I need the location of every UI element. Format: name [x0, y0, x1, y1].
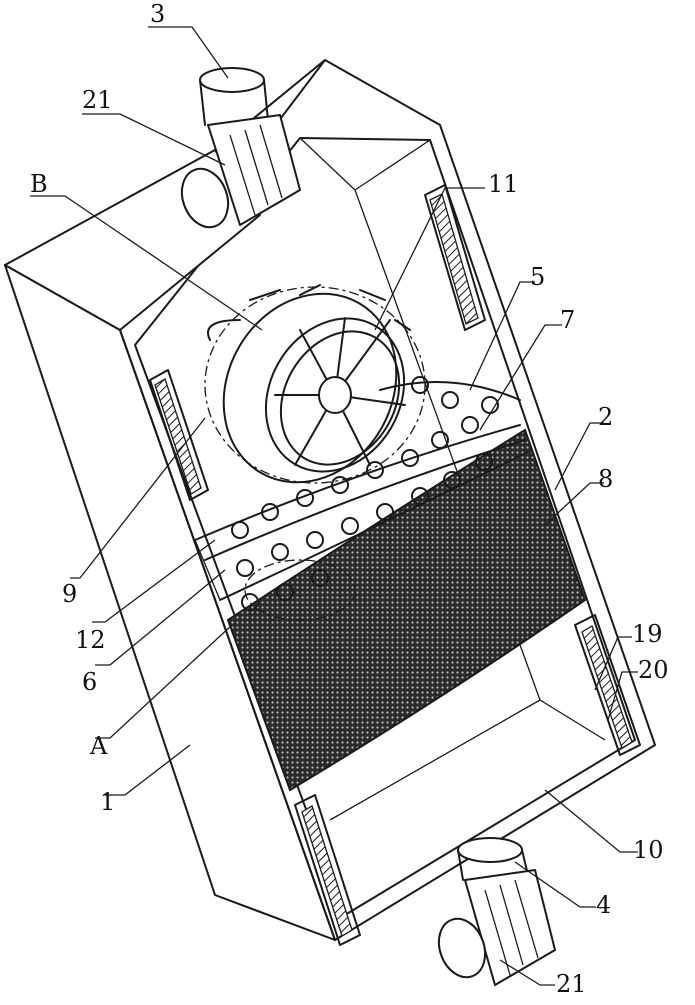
side-slots: [149, 184, 641, 946]
inlet-pump: [180, 67, 301, 229]
leader-lines: [30, 26, 638, 986]
label-10: 10: [633, 836, 664, 864]
label-21-top: 21: [82, 86, 113, 114]
label-B: B: [30, 170, 48, 198]
paddle-wheel: [204, 284, 426, 484]
label-12: 12: [75, 626, 106, 654]
label-4: 4: [596, 891, 611, 919]
label-7: 7: [560, 306, 575, 334]
label-20: 20: [638, 656, 669, 684]
label-5: 5: [530, 263, 545, 291]
label-A: A: [89, 732, 108, 760]
label-8: 8: [598, 465, 613, 493]
label-6: 6: [82, 668, 97, 696]
label-19: 19: [632, 620, 663, 648]
filter-screen: [226, 428, 587, 792]
label-1: 1: [100, 788, 115, 816]
label-2: 2: [598, 403, 613, 431]
label-21-bottom: 21: [556, 970, 587, 998]
label-9: 9: [62, 580, 77, 608]
label-3: 3: [150, 0, 165, 28]
label-11: 11: [488, 170, 519, 198]
outlet-pump: [437, 837, 556, 986]
slot-19: [574, 614, 641, 756]
callout-labels: 3 21 B 11 5 7 2 8 9 12 6 19 20 A 1 10 4 …: [30, 0, 669, 998]
